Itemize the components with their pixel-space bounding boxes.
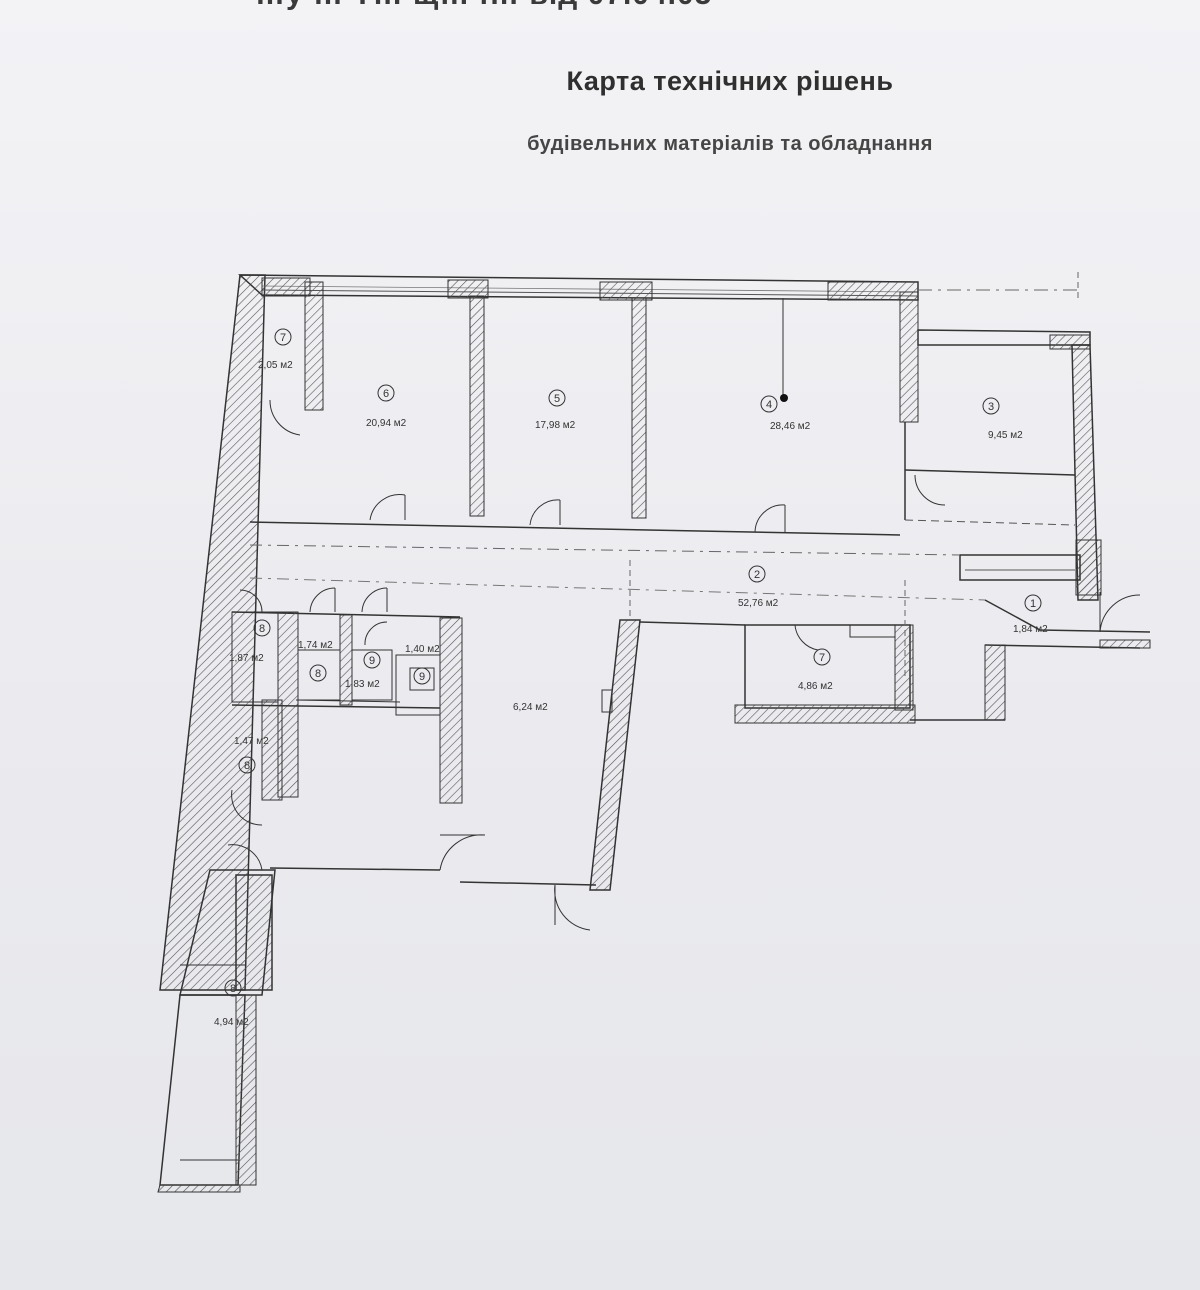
room-6-area: 20,94 м2 <box>366 418 407 429</box>
room-8d-area: 4,94 м2 <box>214 1017 249 1028</box>
middle-wall <box>589 619 641 891</box>
room-8c-number: 8 <box>244 760 250 772</box>
ceiling-light-fixture <box>780 298 788 402</box>
room-9a-area: 1,83 м2 <box>345 679 380 690</box>
room-3-area: 9,45 м2 <box>988 430 1023 441</box>
window-line <box>261 289 919 297</box>
room-3-number: 3 <box>988 401 994 413</box>
room-8d-marker: 8 4,94 м2 <box>214 979 249 1028</box>
room-2-number: 2 <box>754 569 760 581</box>
room-5-number: 5 <box>554 393 560 405</box>
room-9b-number: 9 <box>419 671 425 683</box>
wall-pier <box>827 281 919 301</box>
room-9a-marker: 9 1,83 м2 <box>345 651 381 690</box>
room-9b-area: 1,40 м2 <box>405 644 440 655</box>
room-5-marker: 5 17,98 м2 <box>535 389 576 431</box>
room-9b-marker: 9 1,40 м2 <box>405 644 440 685</box>
room-5-area: 17,98 м2 <box>535 420 576 431</box>
room-8b-area: 1,74 м2 <box>298 640 333 651</box>
room-10-area: 6,24 м2 <box>513 702 548 713</box>
document-subtitle: будівельних матеріалів та обладнання <box>527 133 933 155</box>
bottom-strip-walls <box>157 994 257 1193</box>
room-6-number: 6 <box>383 388 389 400</box>
interior-walls <box>227 281 1076 871</box>
room-2-marker: 2 52,76 м2 <box>738 565 779 609</box>
room-8a-marker: 8 1,87 м2 <box>229 619 271 664</box>
room-7a-area: 2,05 м2 <box>258 360 293 371</box>
room-8b-marker: 8 1,74 м2 <box>298 640 333 682</box>
room-9a-number: 9 <box>369 655 375 667</box>
room-4-number: 4 <box>766 399 772 411</box>
top-outer-wall <box>238 274 919 301</box>
wall-pier <box>447 279 489 299</box>
room-1-marker: 1 1,84 м2 <box>1013 594 1048 635</box>
right-outer-wall <box>1071 344 1099 601</box>
room-3-marker: 3 9,45 м2 <box>982 397 1023 441</box>
room-4-area: 28,46 м2 <box>770 421 811 432</box>
room-8b-number: 8 <box>315 668 321 680</box>
room-2-area: 52,76 м2 <box>738 598 779 609</box>
room-7b-area: 4,86 м2 <box>798 681 833 692</box>
room-10-marker: 6,24 м2 <box>513 702 548 713</box>
room-8a-number: 8 <box>259 623 265 635</box>
wall-pier <box>599 281 653 301</box>
wall-pier <box>261 277 311 297</box>
room-4-marker: 4 28,46 м2 <box>760 395 811 432</box>
room-7a-number: 7 <box>280 332 286 344</box>
room-6-marker: 6 20,94 м2 <box>366 384 407 429</box>
room-8c-area: 1,47 м2 <box>234 736 269 747</box>
room-8c-marker: 8 1,47 м2 <box>234 736 269 774</box>
room-8a-area: 1,87 м2 <box>229 653 264 664</box>
room-1-number: 1 <box>1030 598 1036 610</box>
outer-walls <box>159 272 1151 996</box>
room-7b-marker: 7 4,86 м2 <box>798 648 833 692</box>
room-1-area: 1,84 м2 <box>1013 624 1048 635</box>
room-7a-marker: 7 2,05 м2 <box>258 328 293 371</box>
room-8d-number: 8 <box>230 983 236 995</box>
cut-off-header-text: …у … Т… щ… ї… від 07.04.05 <box>255 0 1075 12</box>
door-swing <box>1099 594 1141 633</box>
document-title: Карта технічних рішень <box>566 66 894 96</box>
room-7b-number: 7 <box>819 652 825 664</box>
